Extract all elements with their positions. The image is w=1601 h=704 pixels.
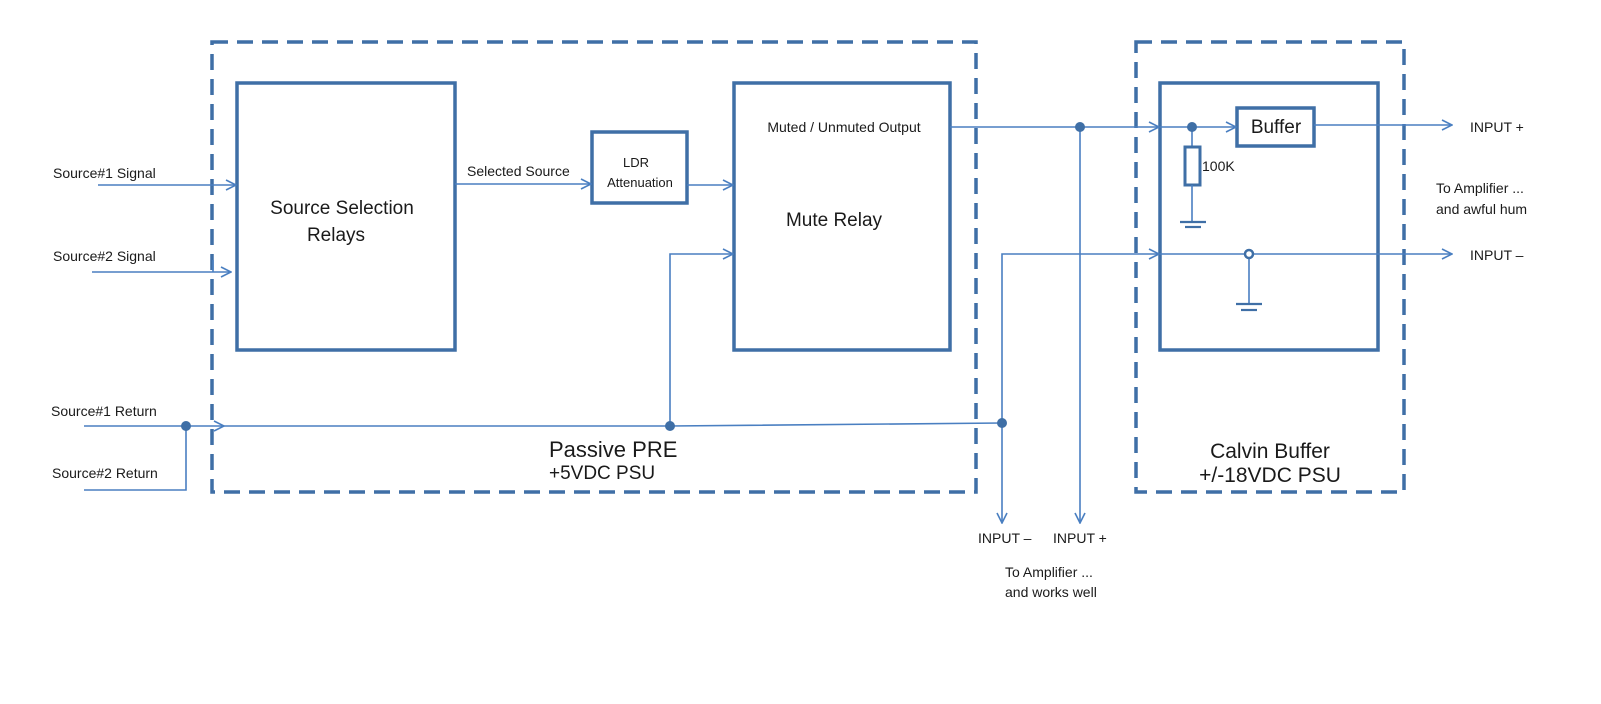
mute-relay-return-wire [669, 254, 733, 426]
junction-dot [997, 418, 1007, 428]
source1-return-label: Source#1 Return [51, 403, 157, 419]
passive-pre-enclosure [210, 40, 978, 494]
junction-dot-hollow [1243, 248, 1255, 260]
buffered-input-plus-label: INPUT + [1470, 119, 1524, 135]
junction-dot [181, 421, 191, 431]
source2-return-label: Source#2 Return [52, 465, 158, 481]
source2-signal-label: Source#2 Signal [53, 248, 156, 264]
ldr-label-line1: LDR [623, 155, 649, 170]
mute-relay-block [732, 81, 952, 352]
selected-source-label: Selected Source [467, 163, 570, 179]
passive-pre-psu: +5VDC PSU [549, 463, 655, 484]
junction-dot [1187, 122, 1197, 132]
ground-symbol-resistor [1180, 220, 1206, 229]
resistor-value-label: 100K [1202, 158, 1235, 174]
junction-dot [665, 421, 675, 431]
direct-input-plus-label: INPUT + [1053, 530, 1107, 546]
ldr-attenuation-block [590, 130, 689, 205]
direct-note-line2: and works well [1005, 584, 1097, 600]
source-selection-label-line1: Source Selection [270, 198, 414, 219]
direct-note-line1: To Amplifier ... [1005, 564, 1093, 580]
buffer-amp-block [1235, 106, 1316, 148]
buffer-label: Buffer [1251, 117, 1302, 138]
ldr-label-line2: Attenuation [607, 175, 673, 190]
source1-signal-label: Source#1 Signal [53, 165, 156, 181]
calvin-buffer-title: Calvin Buffer [1210, 440, 1330, 463]
passive-pre-title: Passive PRE [549, 437, 677, 462]
source-selection-relays-block [235, 81, 457, 352]
calvin-buffer-psu: +/-18VDC PSU [1199, 464, 1341, 487]
muted-output-label: Muted / Unmuted Output [767, 119, 920, 135]
buffer-ground-feed-wire [1001, 254, 1159, 423]
buffered-input-minus-label: INPUT – [1470, 247, 1524, 263]
ground-symbol-minus [1236, 302, 1262, 312]
resistor-100k-symbol [1183, 145, 1202, 187]
calvin-buffer-enclosure [1134, 40, 1406, 494]
buffered-note-line1: To Amplifier ... [1436, 180, 1524, 196]
mute-relay-label: Mute Relay [786, 210, 883, 231]
buffered-note-line2: and awful hum [1436, 201, 1527, 217]
junction-dot [1075, 122, 1085, 132]
source2-return-wire [84, 426, 187, 491]
direct-input-minus-label: INPUT – [978, 530, 1032, 546]
source-selection-label-line2: Relays [307, 225, 365, 246]
return-bus-wire [222, 422, 1003, 427]
